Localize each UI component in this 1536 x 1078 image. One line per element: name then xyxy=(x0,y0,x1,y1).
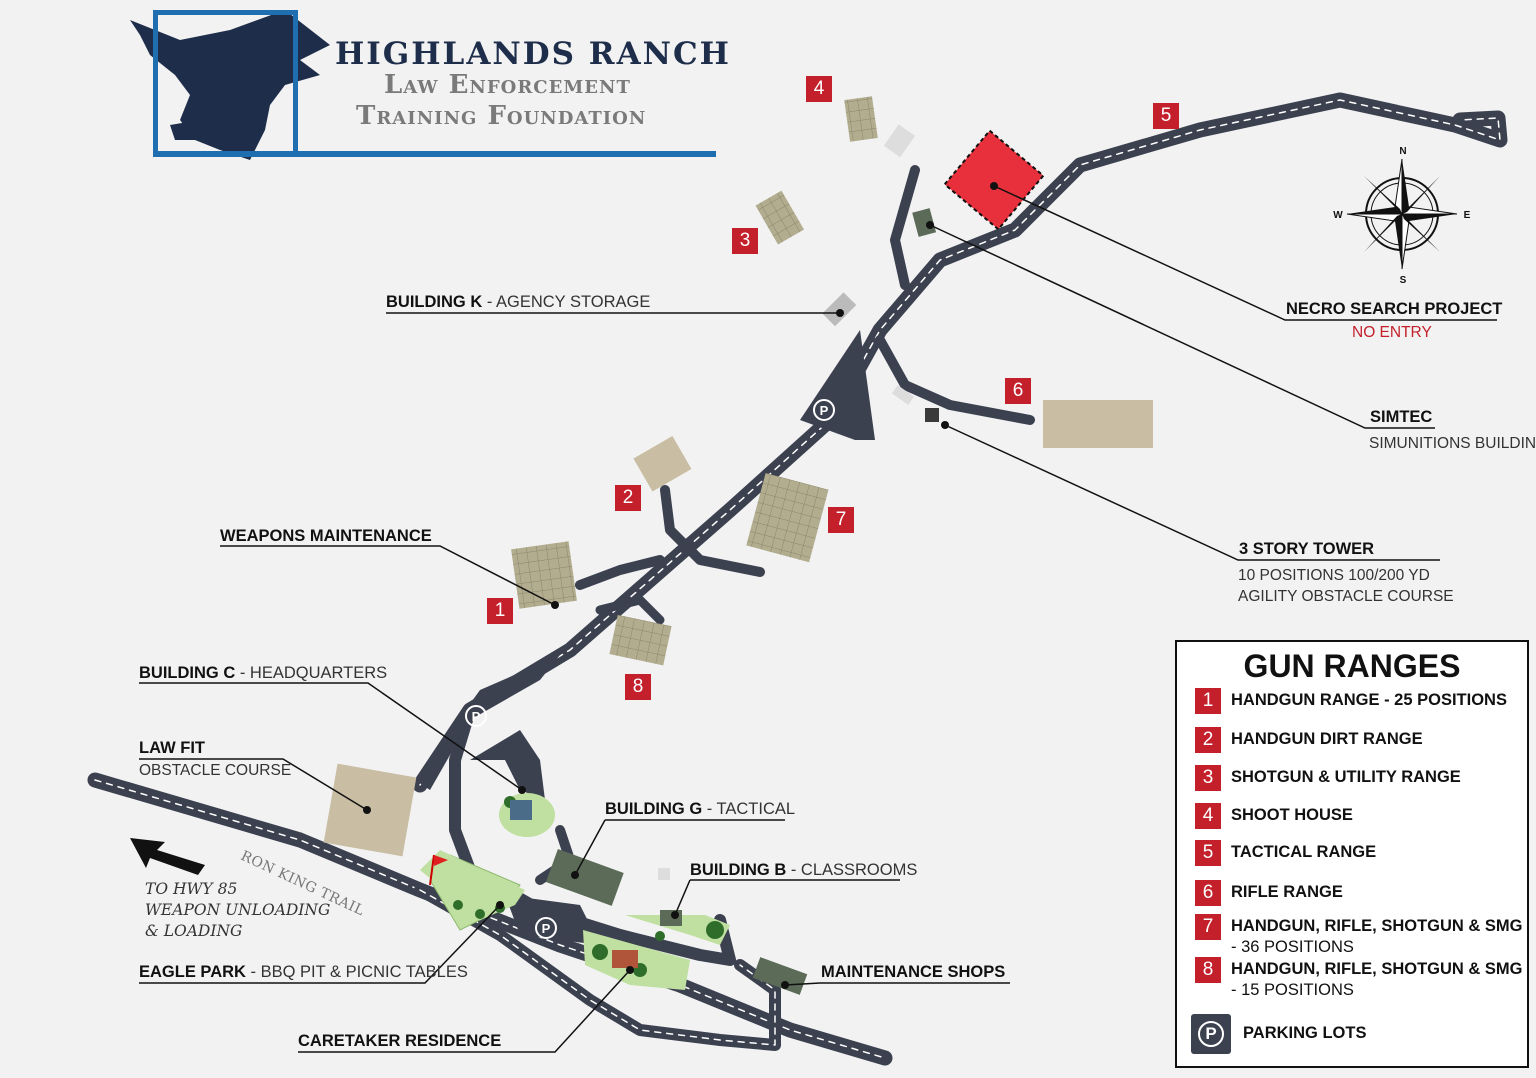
label-hwy-line1: TO HWY 85 xyxy=(145,880,238,898)
label-law-fit-sub: OBSTACLE COURSE xyxy=(139,762,292,779)
legend-text: HANDGUN, RIFLE, SHOTGUN & SMG xyxy=(1231,917,1523,935)
label-building-k: BUILDING K - AGENCY STORAGE xyxy=(386,293,651,311)
map-badge-4: 4 xyxy=(806,76,832,102)
buildings xyxy=(323,96,1153,995)
flag-icon xyxy=(434,855,448,866)
compass-icon xyxy=(1346,158,1458,270)
gun-ranges-legend: GUN RANGES 1 HANDGUN RANGE - 25 POSITION… xyxy=(1175,640,1529,1068)
leader-lines xyxy=(139,185,1497,1053)
legend-subtext: - 15 POSITIONS xyxy=(1231,981,1354,999)
legend-text: TACTICAL RANGE xyxy=(1231,843,1377,861)
label-caretaker-residence: CARETAKER RESIDENCE xyxy=(298,1032,502,1050)
parking-glyph: P xyxy=(820,403,829,418)
legend-text: RIFLE RANGE xyxy=(1231,883,1343,901)
legend-item: 3 SHOTGUN & UTILITY RANGE xyxy=(1195,765,1515,791)
legend-badge: 6 xyxy=(1195,880,1221,906)
legend-badge: 4 xyxy=(1195,803,1221,829)
label-maintenance-shops: MAINTENANCE SHOPS xyxy=(821,963,1006,981)
compass-n: N xyxy=(1399,146,1406,157)
compass-w: W xyxy=(1333,210,1343,221)
legend-badge: 7 xyxy=(1195,914,1221,940)
legend-text: SHOTGUN & UTILITY RANGE xyxy=(1231,768,1461,786)
compass-e: E xyxy=(1464,210,1471,221)
label-tower-sub2: AGILITY OBSTACLE COURSE xyxy=(1238,588,1454,605)
legend-item: 6 RIFLE RANGE xyxy=(1195,880,1515,906)
label-tower-title: 3 STORY TOWER xyxy=(1239,540,1375,558)
legend-text: HANDGUN DIRT RANGE xyxy=(1231,730,1423,748)
rifle-range-area xyxy=(1043,400,1153,448)
parking-glyph: P xyxy=(1198,1021,1224,1047)
map-badge-5: 5 xyxy=(1153,103,1179,129)
necro-search-area xyxy=(943,129,1045,231)
legend-text: HANDGUN RANGE - 25 POSITIONS xyxy=(1231,691,1507,709)
arrow-icon xyxy=(130,838,205,875)
logo-frame xyxy=(153,10,298,156)
label-building-g: BUILDING G - TACTICAL xyxy=(605,800,796,818)
legend-item: 1 HANDGUN RANGE - 25 POSITIONS xyxy=(1195,688,1515,714)
label-hwy-line2: WEAPON UNLOADING xyxy=(145,901,331,919)
legend-item: 5 TACTICAL RANGE xyxy=(1195,840,1515,866)
label-law-fit-title: LAW FIT xyxy=(139,739,205,757)
label-hwy-line3: & LOADING xyxy=(145,922,243,940)
logo-subtitle-2: Training Foundation xyxy=(356,101,647,131)
eagle-icon xyxy=(130,10,330,160)
legend-item: 8 HANDGUN, RIFLE, SHOTGUN & SMG - 15 POS… xyxy=(1195,957,1523,999)
legend-item: 7 HANDGUN, RIFLE, SHOTGUN & SMG - 36 POS… xyxy=(1195,914,1523,956)
legend-badge: 5 xyxy=(1195,840,1221,866)
logo-bar xyxy=(153,151,716,157)
ron-king-trail-road xyxy=(87,772,893,1066)
label-building-b: BUILDING B - CLASSROOMS xyxy=(690,861,918,879)
map-badge-6: 6 xyxy=(1005,378,1031,404)
logo-title: HIGHLANDS RANCH xyxy=(335,36,731,72)
compass-s: S xyxy=(1400,275,1407,286)
map-badge-3: 3 xyxy=(732,228,758,254)
label-weapons-maintenance: WEAPONS MAINTENANCE xyxy=(220,527,432,545)
map-badge-2: 2 xyxy=(615,485,641,511)
leader-dots xyxy=(363,182,998,989)
parking-lots xyxy=(415,330,875,945)
label-building-c: BUILDING C - HEADQUARTERS xyxy=(139,664,388,682)
parking-icon: P xyxy=(1191,1014,1231,1054)
legend-title: GUN RANGES xyxy=(1243,648,1461,684)
legend-text: SHOOT HOUSE xyxy=(1231,806,1353,824)
label-simtec-title: SIMTEC xyxy=(1370,408,1433,426)
legend-subtext: - 36 POSITIONS xyxy=(1231,938,1354,956)
parking-glyph: P xyxy=(472,709,481,724)
legend-parking-text: PARKING LOTS xyxy=(1243,1024,1367,1042)
label-necro-sub: NO ENTRY xyxy=(1352,324,1432,341)
legend-item: 2 HANDGUN DIRT RANGE xyxy=(1195,727,1515,753)
map-badge-7: 7 xyxy=(828,507,854,533)
legend-badge: 2 xyxy=(1195,727,1221,753)
logo-subtitle-1: Law Enforcement xyxy=(384,70,631,100)
legend-badge: 8 xyxy=(1195,957,1221,983)
legend-badge: 3 xyxy=(1195,765,1221,791)
map-badge-1: 1 xyxy=(487,598,513,624)
map-badge-8: 8 xyxy=(625,674,651,700)
parking-glyph: P xyxy=(542,921,551,936)
legend-item: 4 SHOOT HOUSE xyxy=(1195,803,1515,829)
label-simtec-sub: SIMUNITIONS BUILDING xyxy=(1369,435,1536,452)
legend-badge: 1 xyxy=(1195,688,1221,714)
legend-text: HANDGUN, RIFLE, SHOTGUN & SMG xyxy=(1231,960,1523,978)
parking-glyphs: P P P xyxy=(465,399,835,939)
label-tower-sub1: 10 POSITIONS 100/200 YD xyxy=(1238,567,1430,584)
label-necro-title: NECRO SEARCH PROJECT xyxy=(1286,300,1503,318)
label-eagle-park: EAGLE PARK - BBQ PIT & PICNIC TABLES xyxy=(139,963,468,981)
